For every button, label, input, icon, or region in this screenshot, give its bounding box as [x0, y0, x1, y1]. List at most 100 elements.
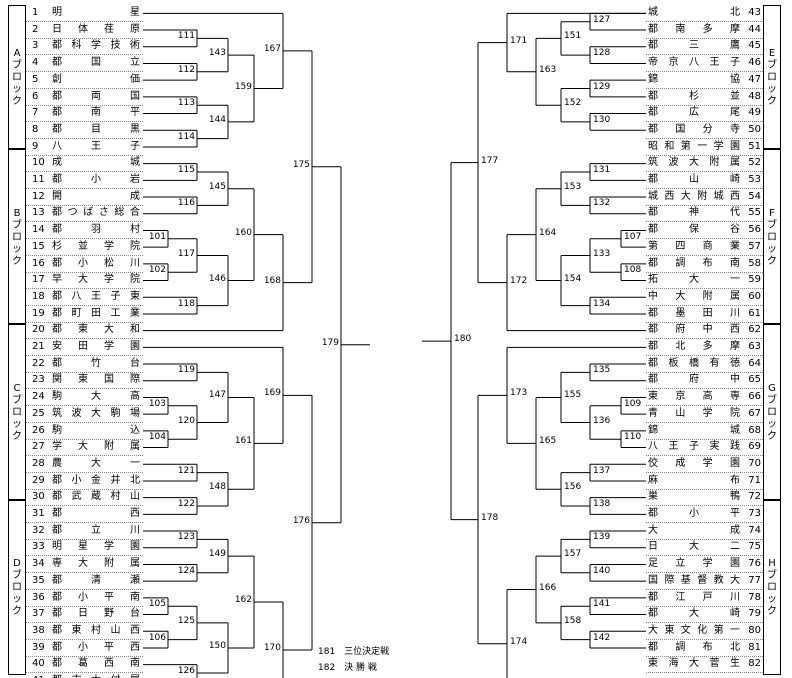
team-name: 都府中西	[648, 324, 740, 336]
team-number: 29	[32, 474, 45, 486]
match-number: 135	[593, 365, 611, 376]
match-number: 123	[177, 532, 195, 543]
team-number: 77	[748, 574, 761, 586]
match-number: 154	[564, 273, 582, 284]
block-a-frame	[8, 5, 26, 149]
match-number: 162	[234, 595, 252, 606]
team-number: 13	[32, 207, 45, 219]
team-name: 都小金井北	[52, 474, 140, 486]
team-name: 都板橋有徳	[648, 357, 740, 369]
team-number: 10	[32, 157, 45, 169]
team-number: 6	[32, 90, 39, 102]
team-name: 麻布	[648, 474, 740, 486]
team-name: 錦城	[648, 424, 740, 436]
match-number: 180	[454, 334, 472, 345]
match-number: 102	[148, 265, 166, 276]
team-name: 駒込	[52, 424, 140, 436]
team-number: 74	[748, 524, 761, 536]
legend-final: 182 決 勝 戦	[318, 663, 377, 673]
match-number: 172	[510, 275, 528, 286]
match-number: 165	[539, 436, 557, 447]
match-number: 170	[263, 643, 281, 654]
team-name: 大東文化第一	[648, 624, 740, 636]
match-number: 104	[148, 432, 166, 443]
match-number: 110	[624, 432, 642, 443]
match-number: 153	[564, 181, 582, 192]
team-number: 54	[748, 190, 761, 202]
team-name: 大成	[648, 524, 740, 536]
team-name: 佼成学園	[648, 457, 740, 469]
team-number: 47	[748, 73, 761, 85]
team-number: 35	[32, 574, 45, 586]
match-number: 134	[593, 298, 611, 309]
team-number: 57	[748, 240, 761, 252]
team-name: 都府中	[648, 374, 740, 386]
match-number: 147	[208, 390, 226, 401]
match-number: 143	[208, 48, 226, 59]
match-number: 124	[177, 565, 195, 576]
match-number: 152	[564, 98, 582, 109]
team-number: 53	[748, 174, 761, 185]
team-name: 城西大附城西	[648, 190, 740, 202]
match-number: 145	[208, 181, 226, 192]
team-number: 25	[32, 407, 45, 419]
match-number: 159	[234, 81, 252, 92]
team-name: 都神代	[648, 207, 740, 219]
block-b-label: Bブロック	[12, 208, 22, 267]
team-name: 開成	[52, 190, 140, 202]
match-number: 160	[234, 227, 252, 238]
team-name: 都保谷	[648, 224, 740, 236]
block-e-label: Eブロック	[767, 48, 777, 107]
team-number: 68	[748, 424, 761, 436]
team-number: 55	[748, 207, 761, 219]
team-name: 都江戸川	[648, 591, 740, 603]
match-number: 155	[564, 390, 582, 401]
match-number: 167	[263, 43, 281, 54]
team-number: 8	[32, 123, 39, 135]
team-number: 23	[32, 374, 45, 386]
match-number: 101	[148, 231, 166, 242]
team-number: 67	[748, 407, 761, 419]
team-number: 34	[32, 558, 45, 570]
team-number: 71	[748, 474, 761, 486]
team-name: 足立学園	[648, 558, 740, 570]
team-number: 32	[32, 524, 45, 536]
match-number: 166	[539, 582, 557, 593]
match-number: 118	[177, 298, 195, 309]
block-g-frame	[763, 324, 781, 500]
team-number: 22	[32, 357, 45, 369]
team-name: 巣鴨	[648, 491, 740, 503]
team-number: 51	[748, 140, 761, 152]
match-number: 148	[208, 482, 226, 493]
match-number: 138	[593, 499, 611, 509]
match-number: 161	[234, 436, 252, 447]
match-number: 127	[593, 14, 611, 25]
team-number: 50	[748, 123, 761, 135]
match-number: 175	[292, 159, 310, 170]
